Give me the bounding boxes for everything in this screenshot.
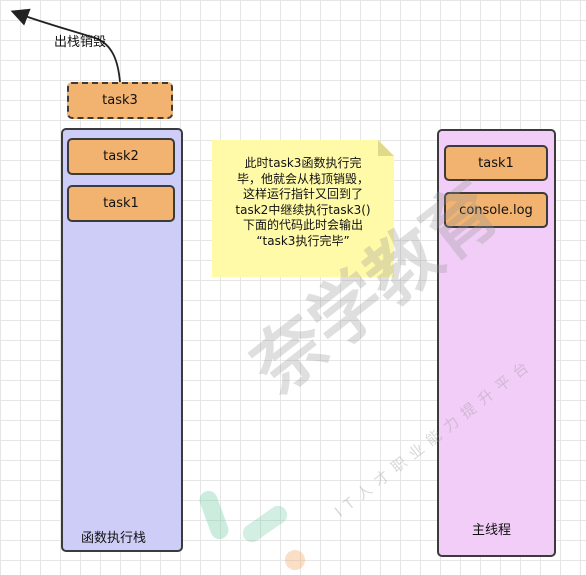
note-line-5: 下面的代码此时会输出 bbox=[242, 218, 363, 232]
note-line-1: 此时task3函数执行完 bbox=[244, 156, 362, 170]
main-task-console-log: console.log bbox=[444, 192, 548, 228]
main-thread: task1 console.log 主线程 bbox=[437, 129, 556, 557]
stack-task-2: task2 bbox=[67, 138, 175, 175]
note-line-3: 这样运行指针又回到了 bbox=[242, 187, 363, 201]
pop-label: 出栈销毁 bbox=[54, 35, 107, 50]
stack-task-1: task1 bbox=[67, 185, 175, 222]
explanation-note: 此时task3函数执行完 毕，他就会从栈顶销毁， 这样运行指针又回到了 task… bbox=[212, 140, 394, 277]
call-stack-label: 函数执行栈 bbox=[81, 531, 147, 546]
main-task-1: task1 bbox=[444, 145, 548, 181]
note-line-6: “task3执行完毕” bbox=[256, 233, 350, 248]
note-line-2: 毕，他就会从栈顶销毁， bbox=[236, 171, 369, 186]
main-thread-label: 主线程 bbox=[472, 523, 512, 538]
note-line-4: task2中继续执行task3() bbox=[235, 202, 371, 217]
popped-task: task3 bbox=[67, 82, 173, 119]
call-stack: task2 task1 函数执行栈 bbox=[61, 128, 183, 552]
